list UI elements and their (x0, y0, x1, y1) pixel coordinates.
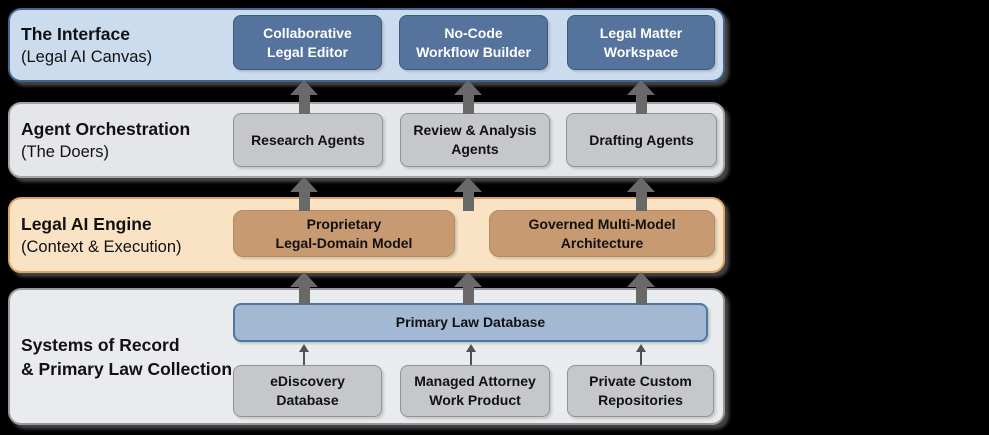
research-agents-box: Research Agents (233, 113, 383, 167)
agent-orchestration-layer-title: Agent Orchestration (21, 118, 191, 139)
legal-matter-workspace-line1: Legal Matter (599, 24, 683, 41)
up-arrow-icon (454, 272, 482, 305)
no-code-workflow-builder-line2: Workflow Builder (416, 43, 531, 60)
review-analysis-agents-box: Review & Analysis Agents (400, 113, 550, 167)
up-arrow-icon (627, 80, 655, 114)
primary-law-database-label: Primary Law Database (395, 314, 546, 330)
ediscovery-database-line1: eDiscovery (270, 373, 345, 389)
collaborative-legal-editor-line1: Collaborative (263, 24, 352, 41)
proprietary-legal-domain-model-box: Proprietary Legal-Domain Model (233, 210, 455, 257)
legal-ai-engine-layer-subtitle: (Context & Execution) (21, 237, 182, 256)
interface-layer-subtitle: (Legal AI Canvas) (21, 47, 153, 66)
up-arrow-icon (627, 177, 655, 211)
managed-attorney-work-product-box: Managed Attorney Work Product (400, 365, 550, 417)
agent-orchestration-layer-label: Agent Orchestration (The Doers) (21, 102, 236, 178)
drafting-agents-line1: Drafting Agents (589, 131, 694, 148)
ediscovery-database-line2: Database (276, 392, 339, 408)
legal-ai-engine-layer-label: Legal AI Engine (Context & Execution) (21, 197, 236, 273)
proprietary-model-line1: Proprietary (306, 215, 382, 232)
systems-of-record-layer-title: Systems of Record (21, 334, 180, 355)
up-arrow-icon (454, 80, 482, 114)
ediscovery-database-box: eDiscovery Database (233, 365, 382, 417)
legal-matter-workspace-box: Legal Matter Workspace (567, 15, 715, 70)
up-arrow-icon (627, 272, 655, 305)
governed-architecture-line2: Architecture (560, 234, 644, 251)
collaborative-legal-editor-box: Collaborative Legal Editor (233, 15, 382, 70)
review-analysis-agents-line1: Review & Analysis (413, 122, 537, 138)
up-arrow-icon (454, 177, 482, 211)
up-arrow-icon (290, 80, 318, 114)
no-code-workflow-builder-box: No-Code Workflow Builder (399, 15, 548, 70)
interface-layer-label: The Interface (Legal AI Canvas) (21, 8, 236, 82)
private-repositories-line1: Private Custom (589, 373, 692, 389)
private-custom-repositories-box: Private Custom Repositories (567, 365, 714, 417)
drafting-agents-box: Drafting Agents (566, 113, 717, 167)
systems-of-record-layer-label: Systems of Record & Primary Law Collecti… (21, 288, 236, 425)
governed-architecture-line1: Governed Multi-Model (528, 215, 676, 232)
review-analysis-agents-line2: Agents (451, 141, 499, 157)
systems-of-record-layer-subtitle: & Primary Law Collection (21, 358, 233, 379)
managed-attorney-line2: Work Product (429, 392, 521, 408)
private-repositories-line2: Repositories (598, 392, 683, 408)
up-arrow-thin-icon (298, 344, 310, 365)
governed-multi-model-architecture-box: Governed Multi-Model Architecture (489, 210, 715, 257)
proprietary-model-line2: Legal-Domain Model (275, 234, 413, 251)
collaborative-legal-editor-line2: Legal Editor (267, 43, 348, 60)
interface-layer-title: The Interface (21, 23, 130, 44)
primary-law-database-bar: Primary Law Database (233, 303, 708, 342)
agent-orchestration-layer-subtitle: (The Doers) (21, 142, 110, 161)
up-arrow-thin-icon (465, 344, 477, 365)
legal-ai-engine-layer-title: Legal AI Engine (21, 213, 152, 234)
up-arrow-icon (290, 272, 318, 305)
research-agents-line1: Research Agents (251, 131, 365, 148)
managed-attorney-line1: Managed Attorney (414, 373, 536, 389)
up-arrow-icon (290, 177, 318, 211)
up-arrow-thin-icon (635, 344, 647, 365)
no-code-workflow-builder-line1: No-Code (444, 24, 503, 41)
legal-matter-workspace-line2: Workspace (603, 43, 679, 60)
